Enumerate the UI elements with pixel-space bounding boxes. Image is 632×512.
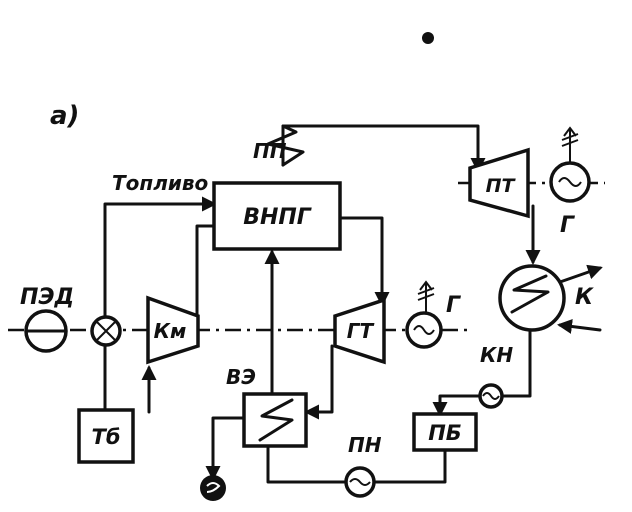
superheater-label: ПП <box>253 139 287 163</box>
generator-gas-label: Г <box>446 293 461 318</box>
feed-pump-label: ПН <box>348 433 382 457</box>
steam-turbine-label: ПТ <box>486 175 517 197</box>
gas-turbine-label: ГТ <box>347 319 375 343</box>
generator-top-label: Г <box>560 213 575 238</box>
economizer-box <box>242 392 308 448</box>
condensate-pump-label: КН <box>480 343 513 367</box>
stack-symbol <box>200 475 226 501</box>
clutch-cross <box>95 320 117 342</box>
tank-to-pump-line <box>372 449 447 484</box>
economizer-coil <box>258 398 294 442</box>
stack-mark <box>206 482 221 493</box>
figure-label: а) <box>50 101 79 131</box>
pump-to-economizer-line <box>266 446 347 484</box>
compressor-label: Км <box>154 319 187 343</box>
pump-impeller-icon-2 <box>349 478 371 486</box>
ac-wave-icon-2 <box>413 325 435 335</box>
condenser-coil <box>510 274 550 314</box>
exhaust-line <box>304 344 334 420</box>
generator-terminal-icon <box>561 126 579 163</box>
fuel-tank-label: Тб <box>92 425 121 449</box>
stray-dot <box>422 32 434 44</box>
feed-tank-box <box>412 412 478 452</box>
gas-turbine <box>333 297 386 365</box>
steam-generator-label: ВНПГ <box>243 205 312 230</box>
condenser-label: К <box>575 285 594 310</box>
cooling-water-in <box>557 319 602 334</box>
superheater-coil <box>266 124 305 167</box>
condensate-to-tank-line <box>432 394 481 417</box>
condensate-line <box>500 330 532 398</box>
ac-wave-icon <box>558 177 582 187</box>
feed-tank-label: ПБ <box>428 421 462 445</box>
stack-line <box>205 416 246 481</box>
gas-line <box>339 216 390 307</box>
pump-impeller-icon <box>482 392 500 400</box>
condenser <box>498 264 566 332</box>
fuel-label: Топливо <box>112 171 209 195</box>
start-motor-label: ПЭД <box>20 285 74 310</box>
compressor <box>146 295 200 365</box>
cooling-water-out <box>558 264 603 284</box>
steam-generator-box <box>212 181 342 251</box>
generator-terminal-icon-2 <box>417 280 435 313</box>
air-line <box>195 224 215 320</box>
economizer-label: ВЭ <box>226 365 256 389</box>
steam-turbine <box>468 147 530 219</box>
fuel-tank-box <box>77 408 135 464</box>
steam-line <box>281 124 486 173</box>
